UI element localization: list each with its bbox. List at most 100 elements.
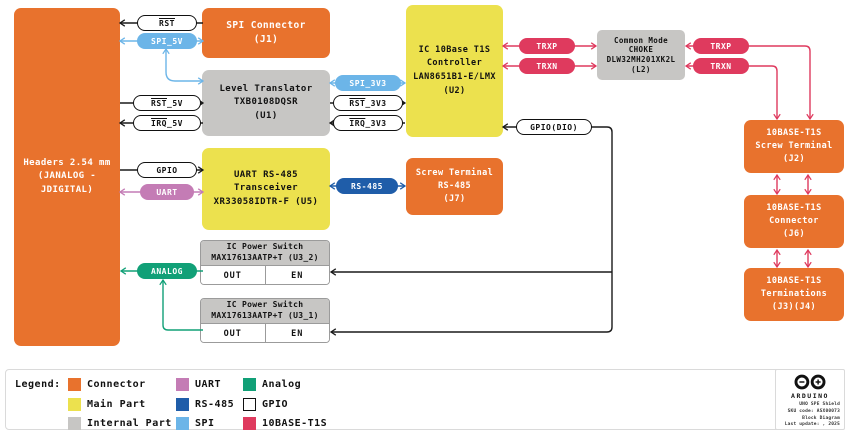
legend-label: 10BASE-T1S xyxy=(262,418,328,429)
stamp-line: UNO SPE Shield xyxy=(799,402,840,407)
block-t1s-screw-terminal: 10BASE-T1S Screw Terminal (J2) xyxy=(744,120,844,173)
block-power-switch-u3-1: IC Power Switch MAX17613AATP+T (U3_1) OU… xyxy=(200,298,330,343)
signal-pill-gpio: GPIO xyxy=(137,162,197,178)
signal-label: _5V xyxy=(167,118,183,128)
wire-analog-branch xyxy=(159,278,203,331)
signal-pill-rst-3v3: RST_3V3 xyxy=(333,95,403,111)
block-label: IC Power Switch xyxy=(226,242,304,251)
block-label: IC Power Switch MAX17613AATP+T (U3_2) xyxy=(201,241,329,266)
block-label: (U2) xyxy=(443,85,466,96)
block-label: DLW32MH201XK2L xyxy=(606,55,676,64)
block-label: Controller xyxy=(426,58,483,69)
block-headers: Headers 2.54 mm (JANALOG - JDIGITAL) xyxy=(14,8,120,346)
signal-pill-spi-3v3: SPI_3V3 xyxy=(335,75,401,91)
main-part-swatch-icon xyxy=(68,398,81,411)
block-label: (J6) xyxy=(782,228,806,239)
pin-en: EN xyxy=(291,329,304,340)
spi-swatch-icon xyxy=(176,417,189,430)
block-label: Terminations xyxy=(760,289,828,300)
signal-pill-analog: ANALOG xyxy=(137,263,197,279)
legend-item-analog: Analog xyxy=(243,378,301,391)
rs485-swatch-icon xyxy=(176,398,189,411)
signal-label: SPI_5V xyxy=(151,36,183,46)
legend-label: RS-485 xyxy=(195,399,235,410)
legend: Legend: Connector Main Part Internal Par… xyxy=(5,369,845,430)
legend-label: SPI xyxy=(195,418,215,429)
legend-label: GPIO xyxy=(262,399,289,410)
block-uart-transceiver: UART RS-485 Transceiver XR33058IDTR-F (U… xyxy=(202,148,330,230)
legend-label: UART xyxy=(195,379,222,390)
block-label: 10BASE-T1S xyxy=(766,276,822,287)
stamp-lines: UNO SPE Shield SKU code: ASX00073 Block … xyxy=(776,402,844,429)
signal-label: TRXP xyxy=(710,41,732,51)
block-label: Common Mode xyxy=(613,35,669,45)
legend-label: Internal Part xyxy=(87,418,172,429)
block-label: 10BASE-T1S xyxy=(766,203,822,214)
signal-label: SPI_3V3 xyxy=(349,78,387,88)
signal-pill-trxp-left: TRXP xyxy=(519,38,575,54)
signal-pill-trxn-right: TRXN xyxy=(693,58,749,74)
block-label: RS-485 xyxy=(437,181,472,192)
analog-swatch-icon xyxy=(243,378,256,391)
signal-pill-trxp-right: TRXP xyxy=(693,38,749,54)
signal-label: GPIO xyxy=(156,165,178,175)
block-label: CHOKE xyxy=(628,45,654,55)
legend-item-internal-part: Internal Part xyxy=(68,417,172,430)
legend-item-spi: SPI xyxy=(176,417,215,430)
block-label: Transceiver xyxy=(233,183,298,194)
block-label: IC Power Switch MAX17613AATP+T (U3_1) xyxy=(201,299,329,324)
block-label: Headers 2.54 mm xyxy=(23,157,111,168)
title-stamp: ARDUINO UNO SPE Shield SKU code: ASX0007… xyxy=(775,369,845,430)
legend-label: Main Part xyxy=(87,399,146,410)
signal-pill-rst: RST xyxy=(137,15,197,31)
legend-item-rs485: RS-485 xyxy=(176,398,234,411)
signal-label: _5V xyxy=(167,98,183,108)
block-t1s-connector: 10BASE-T1S Connector (J6) xyxy=(744,195,844,248)
signal-label: _3V3 xyxy=(365,98,387,108)
signal-label: ANALOG xyxy=(151,266,183,276)
block-t1s-terminations: 10BASE-T1S Terminations (J3)(J4) xyxy=(744,268,844,321)
block-label: LAN8651B1-E/LMX xyxy=(413,72,496,82)
block-label: (J3)(J4) xyxy=(771,301,817,312)
signal-label: IRQ xyxy=(349,118,366,128)
block-label: XR33058IDTR-F (U5) xyxy=(213,196,319,207)
signal-label: GPIO(DIO) xyxy=(530,122,578,132)
block-label: 10BASE-T1S xyxy=(766,128,822,139)
block-label: Level Translator xyxy=(219,83,313,94)
legend-title: Legend: xyxy=(15,379,61,390)
internal-part-swatch-icon xyxy=(68,417,81,430)
analog-wires xyxy=(119,267,203,331)
signal-pill-rs485: RS-485 xyxy=(336,178,398,194)
block-label: IC 10Base T1S xyxy=(418,44,491,55)
connector-swatch-icon xyxy=(68,378,81,391)
legend-item-gpio: GPIO xyxy=(243,398,288,411)
signal-pill-gpio-dio: GPIO(DIO) xyxy=(516,119,592,135)
signal-label: RST xyxy=(349,98,366,108)
block-rs485-screw-terminal: Screw Terminal RS-485 (J7) xyxy=(406,158,503,215)
gpio-swatch-icon xyxy=(243,398,256,411)
block-level-translator: Level Translator TXB0108DQSR (U1) xyxy=(202,70,330,136)
signal-pill-rst-5v: RST_5V xyxy=(133,95,201,111)
legend-item-main-part: Main Part xyxy=(68,398,146,411)
legend-item-uart: UART xyxy=(176,378,221,391)
block-t1s-controller: IC 10Base T1S Controller LAN8651B1-E/LMX… xyxy=(406,5,503,137)
pin-out: OUT xyxy=(201,266,266,284)
brand-name: ARDUINO xyxy=(791,392,829,400)
signal-pill-irq-5v: IRQ_5V xyxy=(133,115,201,131)
block-label: MAX17613AATP+T (U3_2) xyxy=(211,252,319,262)
legend-label: Connector xyxy=(87,379,146,390)
legend-item-10base-t1s: 10BASE-T1S xyxy=(243,417,327,430)
block-label: (U1) xyxy=(254,110,278,121)
stamp-line: Block Diagram xyxy=(802,415,840,421)
signal-label: RST xyxy=(151,98,167,108)
block-spi-connector: SPI Connector (J1) xyxy=(202,8,330,58)
block-choke: Common Mode CHOKE DLW32MH201XK2L (L2) xyxy=(597,30,685,80)
arduino-logo-icon xyxy=(794,374,826,390)
legend-label: Analog xyxy=(262,379,302,390)
block-label: IC Power Switch xyxy=(226,300,304,309)
block-label: Connector xyxy=(769,216,819,227)
pin-row: OUT EN xyxy=(201,323,329,342)
block-label: (JANALOG - JDIGITAL) xyxy=(37,171,97,195)
signal-label: IRQ xyxy=(151,118,167,128)
